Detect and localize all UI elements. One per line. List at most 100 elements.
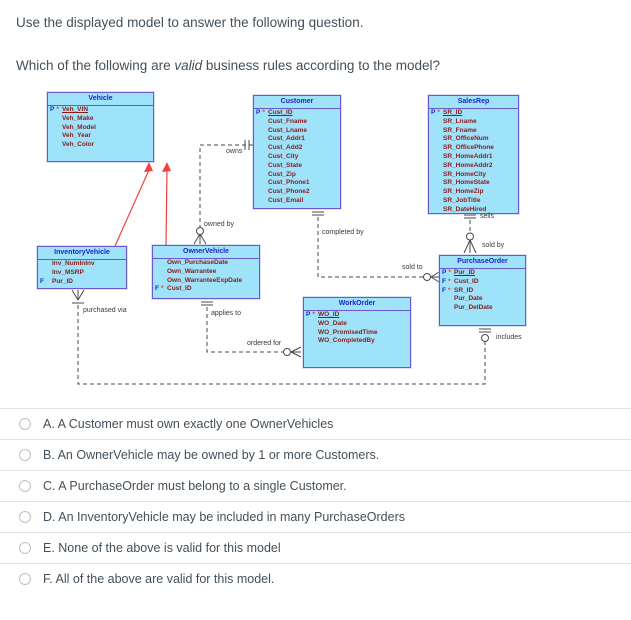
attribute-name: Cust_Fname [268,117,308,125]
entity-attribute: Cust_Zip [254,171,340,180]
attribute-name: SR_Fname [443,126,477,134]
option-B[interactable]: B. An OwnerVehicle may be owned by 1 or … [0,439,631,470]
entity-attribute: Veh_Model [48,124,153,133]
zero-circle-icon [423,273,431,281]
entity-attribute: SR_JobTitle [429,197,518,206]
relationship-label-owned-by: owned by [204,221,234,228]
key-marker: F [442,277,446,285]
zero-circle-icon [283,348,291,356]
one-mandatory-icon [244,140,250,150]
entity-attribute: P*Veh_VIN [48,106,153,115]
subtype-line [114,169,168,247]
relationship-label-includes: includes [496,334,522,341]
rel-applies-to-ordered-for [201,301,302,358]
entity-attribute: Cust_City [254,153,340,162]
attribute-name: WO_ID [318,311,340,318]
entity-title: WorkOrder [304,298,410,311]
attribute-name: Cust_ID [454,277,479,285]
attribute-name: Cust_City [268,152,299,160]
entity-attribute: Own_WarranteeExpDate [153,277,259,286]
attribute-name: SR_OfficePhone [443,144,494,152]
relationship-label-sells: sells [480,213,495,220]
option-D[interactable]: D. An InventoryVehicle may be included i… [0,501,631,532]
entity-attribute: SR_Fname [429,127,518,136]
radio-button[interactable] [19,511,31,523]
relationship-label-ordered-for: ordered for [247,340,282,347]
attribute-name: Cust_Phone1 [268,179,310,187]
entity-attribute: SR_OfficeNum [429,135,518,144]
attribute-name: SR_HomeAddr1 [443,152,493,160]
entity-attribute: Cust_Email [254,197,340,206]
entity-title: Customer [254,96,340,109]
one-mandatory-icon [479,328,491,333]
rel-purchased-via-includes [71,289,491,385]
relationship-label-completed-by: completed by [322,229,364,236]
zero-circle-icon [466,232,474,241]
crow-foot-icon [193,233,207,245]
required-star: * [56,106,59,113]
question-emphasis: valid [174,58,203,73]
option-F[interactable]: F. All of the above are valid for this m… [0,563,631,594]
entity-attribute: Cust_Addr1 [254,135,340,144]
radio-button[interactable] [19,449,31,461]
radio-button[interactable] [19,480,31,492]
required-star: * [312,311,315,318]
entity-attribute: Inv_MSRP [38,269,126,278]
attribute-name: WO_CompletedBy [318,337,375,345]
attribute-name: Pur_Date [454,295,483,303]
entity-attribute: SR_HomeState [429,179,518,188]
key-marker: P [306,311,311,318]
arrowhead-icon [144,162,171,172]
entity-attribute: SR_Lname [429,118,518,127]
entity-attribute: Veh_Make [48,115,153,124]
attribute-name: Cust_Addr1 [268,135,305,143]
zero-circle-icon [481,334,489,342]
attribute-name: SR_HomeAddr2 [443,161,493,169]
key-marker: F [442,286,446,294]
question-prefix: Which of the following are [16,58,175,73]
attribute-name: Cust_Zip [268,170,296,178]
option-C[interactable]: C. A PurchaseOrder must belong to a sing… [0,470,631,501]
attribute-name: Own_WarranteeExpDate [167,276,243,284]
attribute-name: Inv_MSRP [52,268,84,276]
attribute-name: SR_HomeZip [443,188,484,196]
entity-attribute: Cust_Phone2 [254,188,340,197]
attribute-name: Own_PurchaseDate [167,259,229,266]
option-text: D. An InventoryVehicle may be included i… [43,510,405,524]
generalization-arrows [114,162,171,247]
attribute-name: Cust_Email [268,196,304,204]
attribute-name: Pur_ID [454,269,475,276]
relationship-label-sold-by: sold by [482,242,505,249]
entity-attribute: WO_CompletedBy [304,337,410,346]
entity-attribute: Pur_Date [440,295,525,304]
entity-attribute: F*SR_ID [440,287,525,296]
option-text: F. All of the above are valid for this m… [43,572,275,586]
radio-button[interactable] [19,573,31,585]
entity-attribute: Cust_Lname [254,127,340,136]
entity-attribute: SR_DateHired [429,206,518,215]
radio-button[interactable] [19,418,31,430]
attribute-name: Cust_ID [167,285,192,293]
attribute-name: WO_PromisedTime [318,328,378,336]
relationship-label-applies-to: applies to [211,310,241,317]
radio-button[interactable] [19,542,31,554]
rel-owns-owned-by [193,140,253,245]
option-A[interactable]: A. A Customer must own exactly one Owner… [0,408,631,439]
rel-completed-by-sold-to [312,211,440,283]
option-E[interactable]: E. None of the above is valid for this m… [0,532,631,563]
entity-attribute: P*Pur_ID [440,269,525,278]
instruction-text: Use the displayed model to answer the fo… [16,15,364,30]
attribute-name: SR_ID [443,109,463,116]
entity-attribute: Veh_Year [48,132,153,141]
entity-attribute: Cust_State [254,162,340,171]
